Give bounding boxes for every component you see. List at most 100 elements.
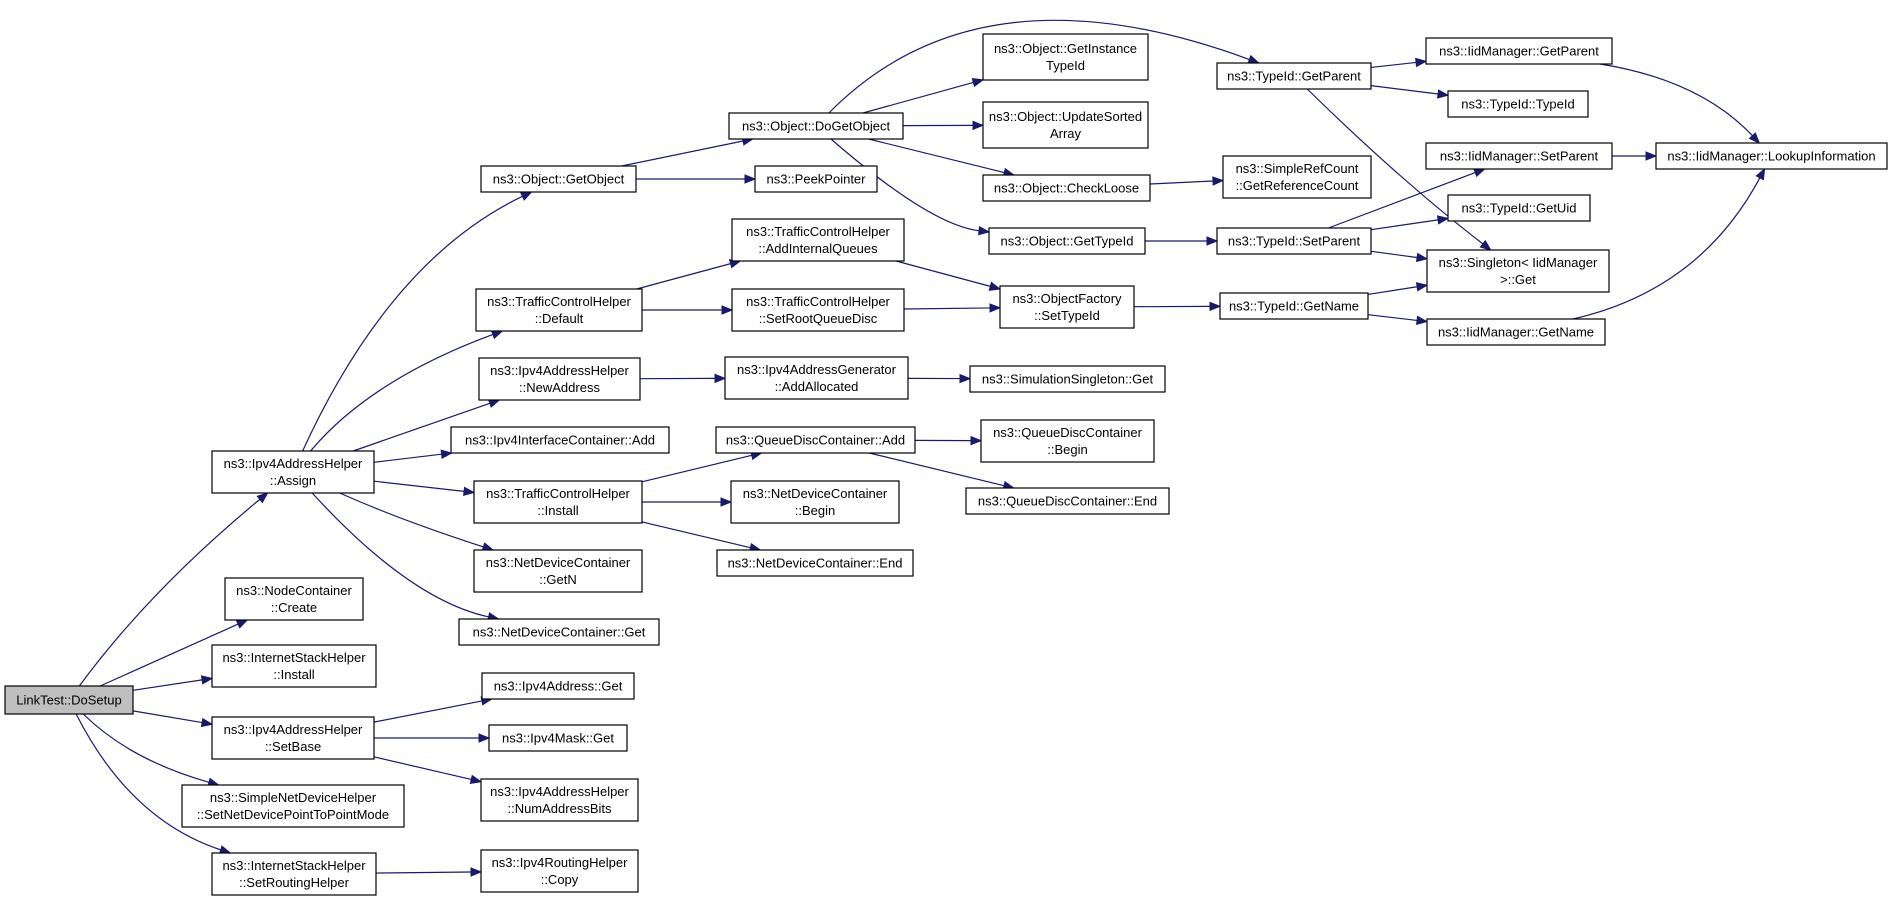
node-object-dogetobject[interactable]: ns3::Object::DoGetObject <box>728 112 904 140</box>
edge-tch-install-to-netdevc-end <box>641 521 762 553</box>
node-label-line: LinkTest::DoSetup <box>16 693 122 708</box>
node-tch-setrootqueuedisc[interactable]: ns3::TrafficControlHelper::SetRootQueueD… <box>731 288 905 332</box>
edge-arrowhead <box>1206 236 1219 246</box>
node-box <box>211 716 375 760</box>
node-singleton-iidmgr-get[interactable]: ns3::Singleton< IidManager >::Get <box>1426 249 1610 293</box>
node-netdevc-getn[interactable]: ns3::NetDeviceContainer::GetN <box>473 549 643 593</box>
node-qdc-add[interactable]: ns3::QueueDiscContainer::Add <box>715 426 916 454</box>
edge-typeid-setparent-to-singleton-iidmgr-get <box>1370 250 1429 263</box>
edge-object-dogetobject-to-object-getinstancetypeid <box>862 78 985 114</box>
node-label-line: ::AddInternalQueues <box>758 241 878 256</box>
node-label-line: ns3::IidManager::SetParent <box>1440 149 1599 164</box>
edge-line <box>830 138 980 232</box>
edge-line <box>311 492 489 618</box>
edge-arrowhead <box>744 174 757 184</box>
node-object-gettypeid[interactable]: ns3::Object::GetTypeId <box>988 227 1146 255</box>
node-ipv4addr-assign[interactable]: ns3::Ipv4AddressHelper::Assign <box>211 450 375 494</box>
node-box <box>982 174 1151 202</box>
node-object-getobject[interactable]: ns3::Object::GetObject <box>480 165 637 193</box>
node-typeid-getuid[interactable]: ns3::TypeId::GetUid <box>1447 194 1591 222</box>
node-label-line: Array <box>1050 126 1082 141</box>
node-qdc-begin[interactable]: ns3::QueueDiscContainer::Begin <box>980 419 1155 463</box>
node-inetstack-setrouting[interactable]: ns3::InternetStackHelper::SetRoutingHelp… <box>211 852 377 896</box>
node-label-line: ns3::NetDeviceContainer <box>743 486 888 501</box>
edge-typeid-getname-to-singleton-iidmgr-get <box>1367 282 1429 296</box>
node-iidmgr-getname[interactable]: ns3::IidManager::GetName <box>1426 318 1606 346</box>
node-ipv4ifc-add[interactable]: ns3::Ipv4InterfaceContainer::Add <box>450 426 670 454</box>
node-box <box>1447 90 1589 118</box>
node-linktest-dosetup[interactable]: LinkTest::DoSetup <box>4 685 134 715</box>
edge-arrowhead <box>988 281 1002 291</box>
edge-line <box>1367 286 1418 296</box>
node-typeid-typeid[interactable]: ns3::TypeId::TypeId <box>1447 90 1589 118</box>
edge-line <box>373 700 483 723</box>
edge-object-gettypeid-to-typeid-setparent <box>1145 236 1219 246</box>
edge-line <box>1370 85 1439 95</box>
node-iidmgr-setparent[interactable]: ns3::IidManager::SetParent <box>1425 142 1613 170</box>
edge-object-checkloose-to-simplerefcount-getrefcount <box>1149 176 1225 186</box>
node-nodecontainer-create[interactable]: ns3::NodeContainer::Create <box>224 577 364 621</box>
node-label-line: ns3::Ipv4AddressHelper <box>224 722 363 737</box>
node-label-line: ns3::Object::DoGetObject <box>742 119 891 134</box>
node-label-line: ::GetN <box>539 572 577 587</box>
edge-iidmgr-getname-to-iidmgr-lookupinformation <box>1572 167 1766 320</box>
node-simplenetdev-setp2p[interactable]: ns3::SimpleNetDeviceHelper::SetNetDevice… <box>181 784 405 828</box>
node-ipv4address-get[interactable]: ns3::Ipv4Address::Get <box>481 672 635 700</box>
edge-ipv4addr-assign-to-ipv4ifc-add <box>373 449 453 463</box>
node-label-line: ::SetNetDevicePointToPointMode <box>197 807 389 822</box>
node-label-line: ns3::NetDeviceContainer::End <box>728 556 903 571</box>
node-box <box>965 487 1170 515</box>
node-label-line: ::Begin <box>795 503 835 518</box>
node-label-line: ::NumAddressBits <box>507 801 612 816</box>
node-tch-install[interactable]: ns3::TrafficControlHelper::Install <box>473 480 643 524</box>
edge-arrowhead <box>1645 151 1658 161</box>
node-label-line: ns3::InternetStackHelper <box>222 858 366 873</box>
node-typeid-setparent[interactable]: ns3::TypeId::SetParent <box>1216 227 1372 255</box>
node-box <box>716 549 914 577</box>
edge-arrowhead <box>440 449 453 459</box>
edge-arrowhead <box>721 305 734 315</box>
node-simplerefcount-getrefcount[interactable]: ns3::SimpleRefCount::GetReferenceCount <box>1222 155 1372 199</box>
node-label-line: ns3::PeekPointer <box>766 172 866 187</box>
edge-qdc-add-to-qdc-begin <box>914 435 983 446</box>
node-qdc-end[interactable]: ns3::QueueDiscContainer::End <box>965 487 1170 515</box>
node-label-line: ns3::Ipv4Mask::Get <box>502 731 614 746</box>
node-ipv4routing-copy[interactable]: ns3::Ipv4RoutingHelper::Copy <box>480 849 639 893</box>
node-label-line: ns3::QueueDiscContainer <box>993 425 1143 440</box>
node-objectfactory-settypeid[interactable]: ns3::ObjectFactory::SetTypeId <box>999 285 1135 329</box>
node-label-line: ::Create <box>271 600 317 615</box>
edge-line <box>828 19 1250 114</box>
node-label-line: ::Copy <box>541 872 579 887</box>
node-inetstack-install[interactable]: ns3::InternetStackHelper::Install <box>211 644 377 688</box>
node-netdevc-end[interactable]: ns3::NetDeviceContainer::End <box>716 549 914 577</box>
edge-arrowhead <box>519 191 533 201</box>
node-box <box>475 288 643 332</box>
node-simsingleton-get[interactable]: ns3::SimulationSingleton::Get <box>969 365 1166 393</box>
node-tch-addinternalqueues[interactable]: ns3::TrafficControlHelper::AddInternalQu… <box>731 218 905 262</box>
node-ipv4addr-numaddressbits[interactable]: ns3::Ipv4AddressHelper::NumAddressBits <box>480 778 639 822</box>
node-peekpointer[interactable]: ns3::PeekPointer <box>754 165 878 193</box>
edge-arrowhead <box>256 492 269 504</box>
node-typeid-getparent[interactable]: ns3::TypeId::GetParent <box>1216 62 1372 90</box>
node-box <box>982 101 1149 149</box>
edge-line <box>132 710 203 724</box>
edge-arrowhead <box>200 717 214 728</box>
node-iidmgr-lookupinformation[interactable]: ns3::IidManager::LookupInformation <box>1655 142 1888 170</box>
node-ipv4mask-get[interactable]: ns3::Ipv4Mask::Get <box>488 724 628 752</box>
node-tch-default[interactable]: ns3::TrafficControlHelper::Default <box>475 288 643 332</box>
edge-typeid-setparent-to-typeid-getuid <box>1370 215 1450 231</box>
edge-arrowhead <box>1479 239 1492 251</box>
edge-ipv4addr-newaddress-to-ipv4addrgen-addallocated <box>639 373 727 384</box>
node-object-checkloose[interactable]: ns3::Object::CheckLoose <box>982 174 1151 202</box>
node-ipv4addrgen-addallocated[interactable]: ns3::Ipv4AddressGenerator::AddAllocated <box>724 356 909 400</box>
node-typeid-getname[interactable]: ns3::TypeId::GetName <box>1219 292 1369 320</box>
edge-typeid-getparent-to-singleton-iidmgr-get <box>1306 88 1492 251</box>
node-ipv4addr-setbase[interactable]: ns3::Ipv4AddressHelper::SetBase <box>211 716 375 760</box>
node-netdevc-begin[interactable]: ns3::NetDeviceContainer::Begin <box>730 480 900 524</box>
node-ipv4addr-newaddress[interactable]: ns3::Ipv4AddressHelper::NewAddress <box>478 357 641 401</box>
node-netdevc-get[interactable]: ns3::NetDeviceContainer::Get <box>458 618 660 646</box>
edge-line <box>1328 171 1476 229</box>
node-iidmgr-getparent[interactable]: ns3::IidManager::GetParent <box>1425 37 1613 65</box>
